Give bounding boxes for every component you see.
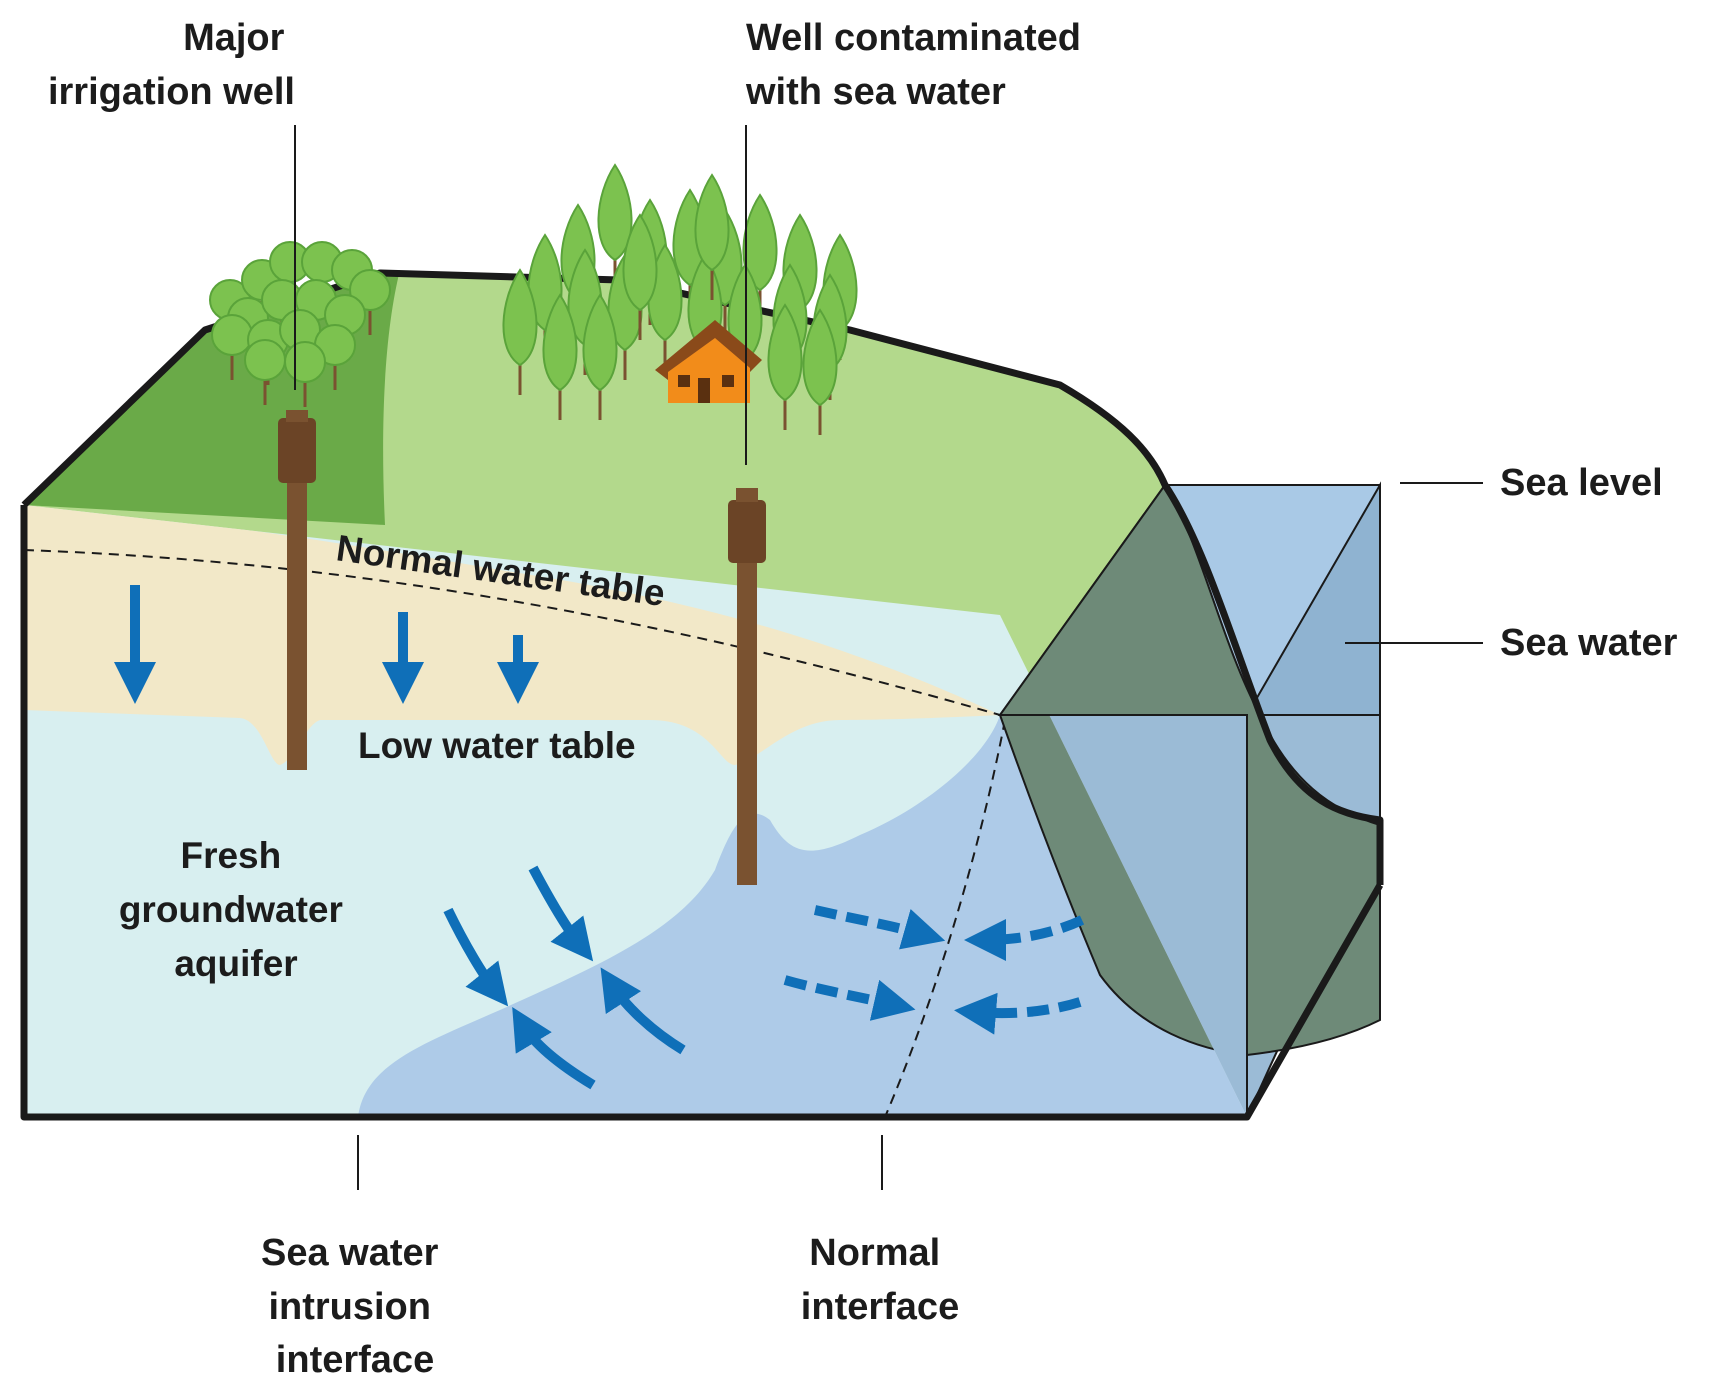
- house-door: [698, 378, 710, 403]
- deciduous-tree: [349, 269, 391, 335]
- contaminated-well-head: [728, 500, 766, 563]
- intrusion-interface-label: Sea water intrusion interface: [261, 1232, 449, 1381]
- house-icon: [655, 320, 762, 403]
- contaminated-well-label: Well contaminated with sea water: [745, 17, 1092, 113]
- top-edge-outline: [21, 269, 1384, 885]
- irrigation-well-cap: [286, 410, 308, 422]
- deciduous-tree-icon: [209, 241, 391, 407]
- conifer-tree: [502, 268, 538, 395]
- leader-lines: [357, 482, 1483, 1190]
- arrow-icon: [600, 967, 686, 1055]
- arrow-icon: [443, 907, 509, 1007]
- contaminated-well-cap: [736, 488, 758, 502]
- sea-box-back-edges: [1000, 714, 1248, 1117]
- normal-interface-line: [884, 719, 1006, 1117]
- irrigation-well-label: Major irrigation well: [48, 17, 295, 113]
- low-water-table-label: Low water table: [358, 725, 636, 766]
- front-edge-outline: [20, 505, 1384, 1121]
- conifer-tree: [542, 293, 578, 420]
- conifer-tree: [582, 293, 618, 420]
- arrow-icon: [512, 1006, 596, 1090]
- irrigation-well-head: [278, 418, 316, 483]
- sea-water-label: Sea water: [1500, 622, 1678, 664]
- irrigation-well: [278, 125, 316, 770]
- aquifer-label: Fresh groundwater aquifer: [119, 835, 353, 984]
- contaminated-well-pipe: [737, 495, 757, 885]
- arrow-icon: [964, 915, 1085, 961]
- arrow-icon: [783, 975, 916, 1021]
- flow-arrows: [114, 585, 1085, 1090]
- arrow-icon: [528, 865, 594, 962]
- coastal-slope: [998, 483, 1381, 1057]
- normal-interface-label: Normal interface: [801, 1232, 959, 1328]
- irrigation-well-pipe: [287, 420, 307, 770]
- arrow-icon: [813, 905, 946, 950]
- conifer-tree: [802, 308, 838, 435]
- contaminated-well: [728, 125, 766, 885]
- conifer-tree: [767, 303, 803, 430]
- block-outline: [20, 269, 1384, 1121]
- conifer-tree: [622, 213, 658, 340]
- house-window-right: [722, 375, 734, 387]
- arrow-icon: [954, 992, 1082, 1035]
- sea-level-label: Sea level: [1500, 462, 1663, 504]
- normal-water-table-line: [24, 549, 1001, 716]
- conifer-tree: [694, 173, 730, 300]
- house-window-left: [678, 375, 690, 387]
